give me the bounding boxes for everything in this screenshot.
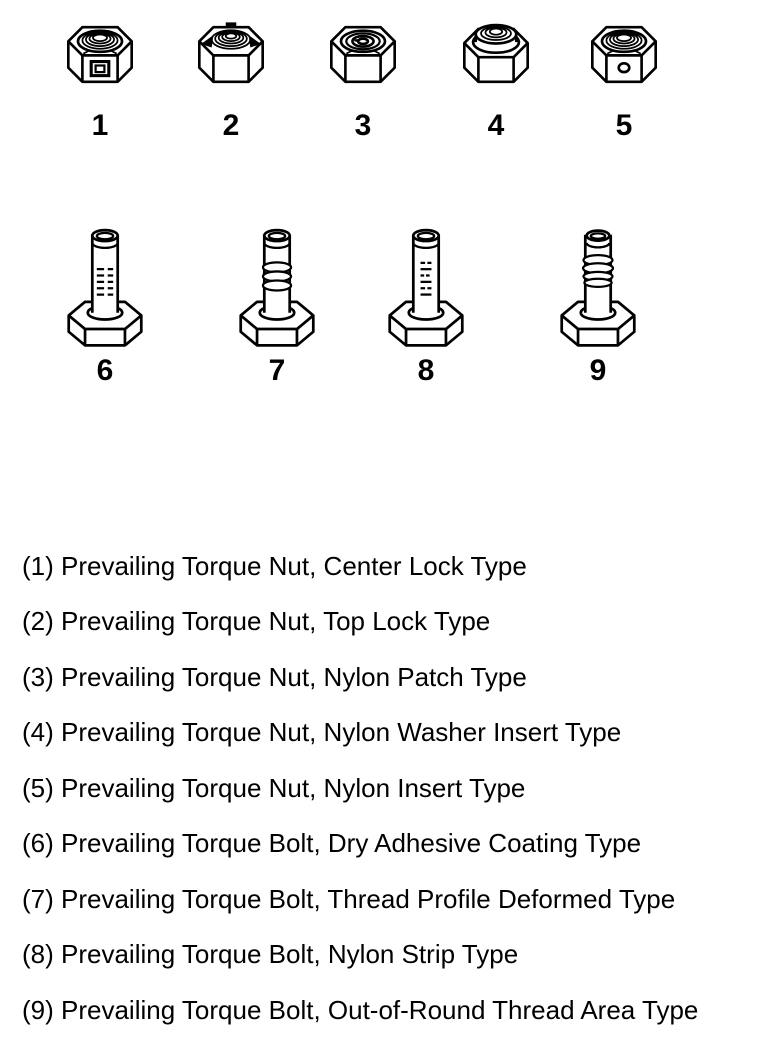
legend-entry-2: (2) Prevailing Torque Nut, Top Lock Type [22,606,491,637]
nut-top-lock-illustration [198,22,264,84]
legend-entry-8: (8) Prevailing Torque Bolt, Nylon Strip … [22,939,519,970]
figure-number-2: 2 [222,109,240,142]
nut-nylon-insert-illustration [591,25,658,84]
figure-bolt-6: 6 [55,222,155,386]
legend-entry-4: (4) Prevailing Torque Nut, Nylon Washer … [22,717,622,748]
figure-nut-1: 1 [56,20,144,141]
figure-number-8: 8 [417,354,435,387]
figure-bolt-7: 7 [227,222,327,386]
figure-nut-5: 5 [580,20,668,141]
figure-nut-4: 4 [452,20,540,141]
figure-number-6: 6 [96,354,114,387]
nut-nylon-washer-insert-illustration [463,23,530,84]
bolt-dry-adhesive-coating-illustration [67,228,143,347]
figure-nut-2: 2 [187,20,275,141]
figure-bolt-8: 8 [376,222,476,386]
nut-center-lock-illustration [67,25,133,84]
nut-nylon-patch-illustration [330,25,396,84]
legend-entry-6: (6) Prevailing Torque Bolt, Dry Adhesive… [22,828,642,859]
legend-entry-9: (9) Prevailing Torque Bolt, Out-of-Round… [22,994,699,1025]
figure-nut-3: 3 [319,20,407,141]
legend-entry-5: (5) Prevailing Torque Nut, Nylon Insert … [22,772,526,803]
legend-entry-1: (1) Prevailing Torque Nut, Center Lock T… [22,550,527,581]
figure-number-3: 3 [354,109,372,142]
legend-entry-3: (3) Prevailing Torque Nut, Nylon Patch T… [22,661,527,692]
bolt-nylon-strip-illustration [388,228,464,347]
figure-number-5: 5 [615,109,633,142]
figure-number-4: 4 [487,109,505,142]
bolt-thread-profile-deformed-illustration [239,228,315,347]
figure-number-1: 1 [91,109,109,142]
figure-number-9: 9 [589,354,607,387]
legend: (1) Prevailing Torque Nut, Center Lock T… [22,538,768,1038]
figure-bolt-9: 9 [548,222,648,386]
legend-entry-7: (7) Prevailing Torque Bolt, Thread Profi… [22,883,676,914]
bolt-out-of-round-thread-illustration [560,229,636,347]
figure-number-7: 7 [268,354,286,387]
